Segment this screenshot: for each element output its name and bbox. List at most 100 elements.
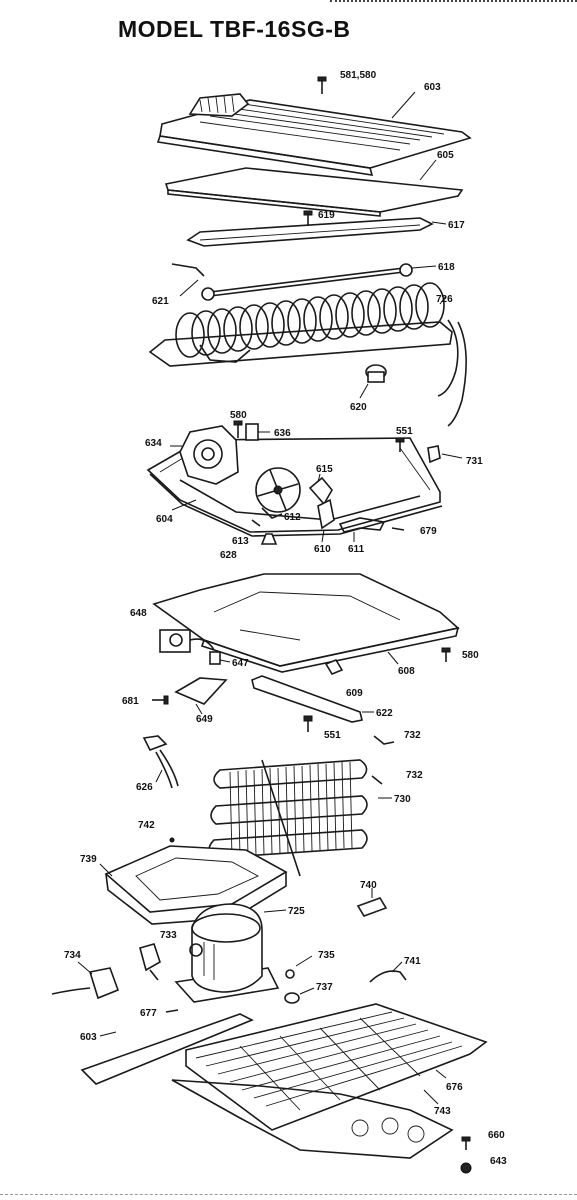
part-628-grommet [260,533,278,545]
label-676: 676 [446,1082,463,1093]
part-649-plate [174,677,228,715]
label-636: 636 [274,428,291,439]
part-740-relay [356,888,388,917]
part-626-thermostat [142,735,179,789]
part-733-relay [139,943,161,981]
label-620: 620 [350,402,367,413]
part-636-clip [245,423,270,441]
label-603-base: 603 [80,1032,97,1043]
label-734: 734 [64,950,81,961]
part-619-screw [303,210,313,226]
part-551-screw-b [303,715,313,732]
top-scan-line [330,0,577,6]
label-619: 619 [318,210,335,221]
label-551-b: 551 [324,730,341,741]
label-647: 647 [232,658,249,669]
label-581: 581,580 [340,70,377,81]
part-580-screw-b [441,647,451,662]
label-742: 742 [138,820,155,831]
label-612: 612 [284,512,301,523]
label-737: 737 [316,982,333,993]
bottom-scan-line [0,1194,577,1195]
part-743-tray [171,1079,454,1159]
label-649: 649 [196,714,213,725]
part-634-motor [170,425,239,485]
label-613: 613 [232,536,249,547]
part-737-grommet [284,987,315,1004]
label-679: 679 [420,526,437,537]
label-740: 740 [360,880,377,891]
part-603-top-cover [156,91,472,176]
label-615: 615 [316,464,333,475]
part-612-bracket [261,507,283,519]
label-551-a: 551 [396,426,413,437]
part-610-mount [317,498,335,543]
part-741-tube [369,961,407,983]
label-660: 660 [488,1130,505,1141]
part-605-panel [164,159,464,217]
label-603-top: 603 [424,82,441,93]
part-618-rod [201,263,437,301]
part-734-overload [51,961,120,1000]
part-603-base-rail [80,1013,254,1085]
part-739-drain-pan [99,845,288,925]
label-643: 643 [490,1156,507,1167]
label-628: 628 [220,550,237,561]
label-617: 617 [448,220,465,231]
part-676-base-coil [185,1003,488,1131]
label-605: 605 [437,150,454,161]
part-609-clip [324,659,344,675]
part-608-base-pan [152,573,460,673]
part-735-grommet [285,955,313,979]
label-731: 731 [466,456,483,467]
part-742-screw [169,837,175,843]
label-580-b: 580 [462,650,479,661]
part-622-strip [251,675,374,723]
label-725: 725 [288,906,305,917]
part-725-compressor [174,903,287,1003]
diagram-title: MODEL TBF-16SG-B [118,16,351,42]
label-634: 634 [145,438,162,449]
part-648-damper [159,629,215,653]
part-660-screw [461,1136,471,1150]
label-739: 739 [80,854,97,865]
part-611-duct [338,517,386,542]
part-647-clip [209,651,231,665]
part-551-screw-a [395,437,405,452]
part-643-foot [460,1162,472,1174]
part-labels: 581,580 603 605 619 617 618 621 726 620 … [64,70,507,1167]
label-611: 611 [348,544,365,555]
part-730-condenser [208,759,392,877]
part-679-screw [391,527,405,531]
part-621-clip [171,263,205,297]
label-730: 730 [394,794,411,805]
label-741: 741 [404,956,421,967]
label-732-a: 732 [404,730,421,741]
part-615-fan-blade [255,467,333,513]
part-617-bracket [186,217,447,247]
part-580-screw-a [233,420,243,438]
label-648: 648 [130,608,147,619]
part-681-screw [152,695,169,705]
label-618: 618 [438,262,455,273]
label-609: 609 [346,688,363,699]
part-732-clip-a [373,735,395,745]
label-733: 733 [160,930,177,941]
label-604: 604 [156,514,173,525]
part-613-clip [251,519,261,527]
label-732-b: 732 [406,770,423,781]
part-726-evaporator [148,282,467,427]
label-626: 626 [136,782,153,793]
part-731-bracket [427,445,463,464]
label-621: 621 [152,296,169,307]
label-677: 677 [140,1008,157,1019]
label-681: 681 [122,696,139,707]
label-622: 622 [376,708,393,719]
label-610: 610 [314,544,331,555]
label-726: 726 [436,294,453,305]
label-608: 608 [398,666,415,677]
label-735: 735 [318,950,335,961]
part-620-fitting [359,364,387,399]
part-581-screw [317,76,327,94]
